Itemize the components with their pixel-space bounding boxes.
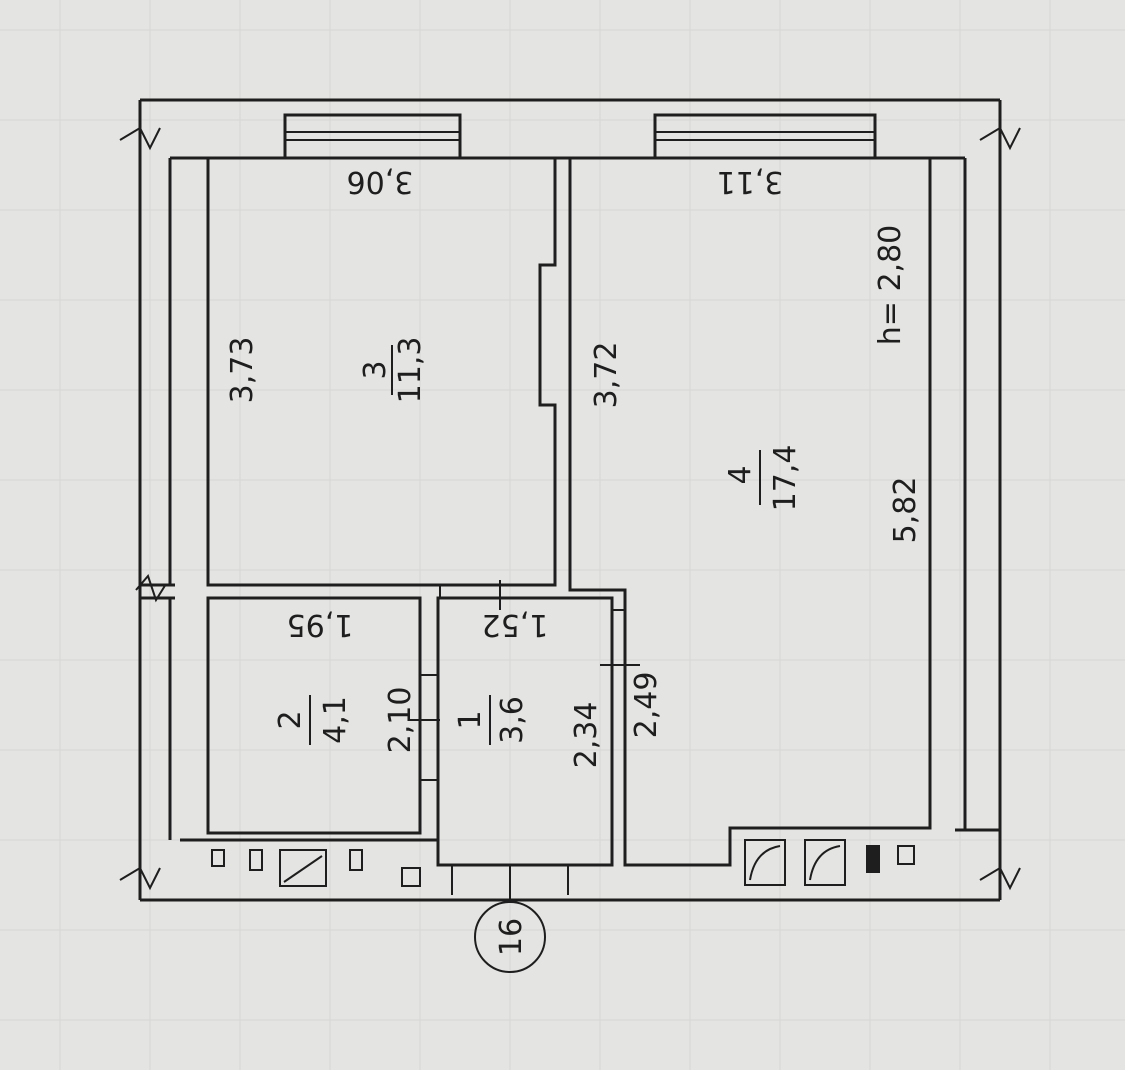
outer-walls <box>119 98 1021 902</box>
fixtures <box>211 839 915 887</box>
axis-marker: 16 <box>474 865 546 973</box>
room-1-area: 3,6 <box>495 696 530 744</box>
room-1-dim-length: 2,34 <box>569 702 604 769</box>
room-4-dim-a: 3,72 <box>589 342 624 409</box>
room-3-number: 3 <box>358 360 393 379</box>
corridor-dim: 2,49 <box>629 672 664 739</box>
room-2-number: 2 <box>273 710 308 729</box>
room-3-area: 11,3 <box>393 337 428 404</box>
room-3-dim-length: 3,73 <box>225 337 260 404</box>
windows <box>283 113 877 160</box>
room-4-outline <box>568 156 932 867</box>
room-2-area: 4,1 <box>318 696 353 744</box>
room-2-dim-length: 2,10 <box>383 687 418 754</box>
room-4-area: 17,4 <box>768 445 803 512</box>
room-1-outline <box>410 580 640 895</box>
room-3-outline <box>206 156 557 587</box>
room-4-number: 4 <box>723 465 758 484</box>
room-1-number: 1 <box>453 710 488 729</box>
room-1-dim-width: 1,52 <box>482 607 549 642</box>
room-3-dim-width: 3,06 <box>347 164 414 199</box>
axis-label: 16 <box>494 918 529 956</box>
room-4-dim-length: 5,82 <box>888 477 923 544</box>
room-2-dim-width: 1,95 <box>287 607 354 642</box>
ceiling-height: h= 2,80 <box>873 225 908 345</box>
room-4-dim-width: 3,11 <box>717 164 784 199</box>
